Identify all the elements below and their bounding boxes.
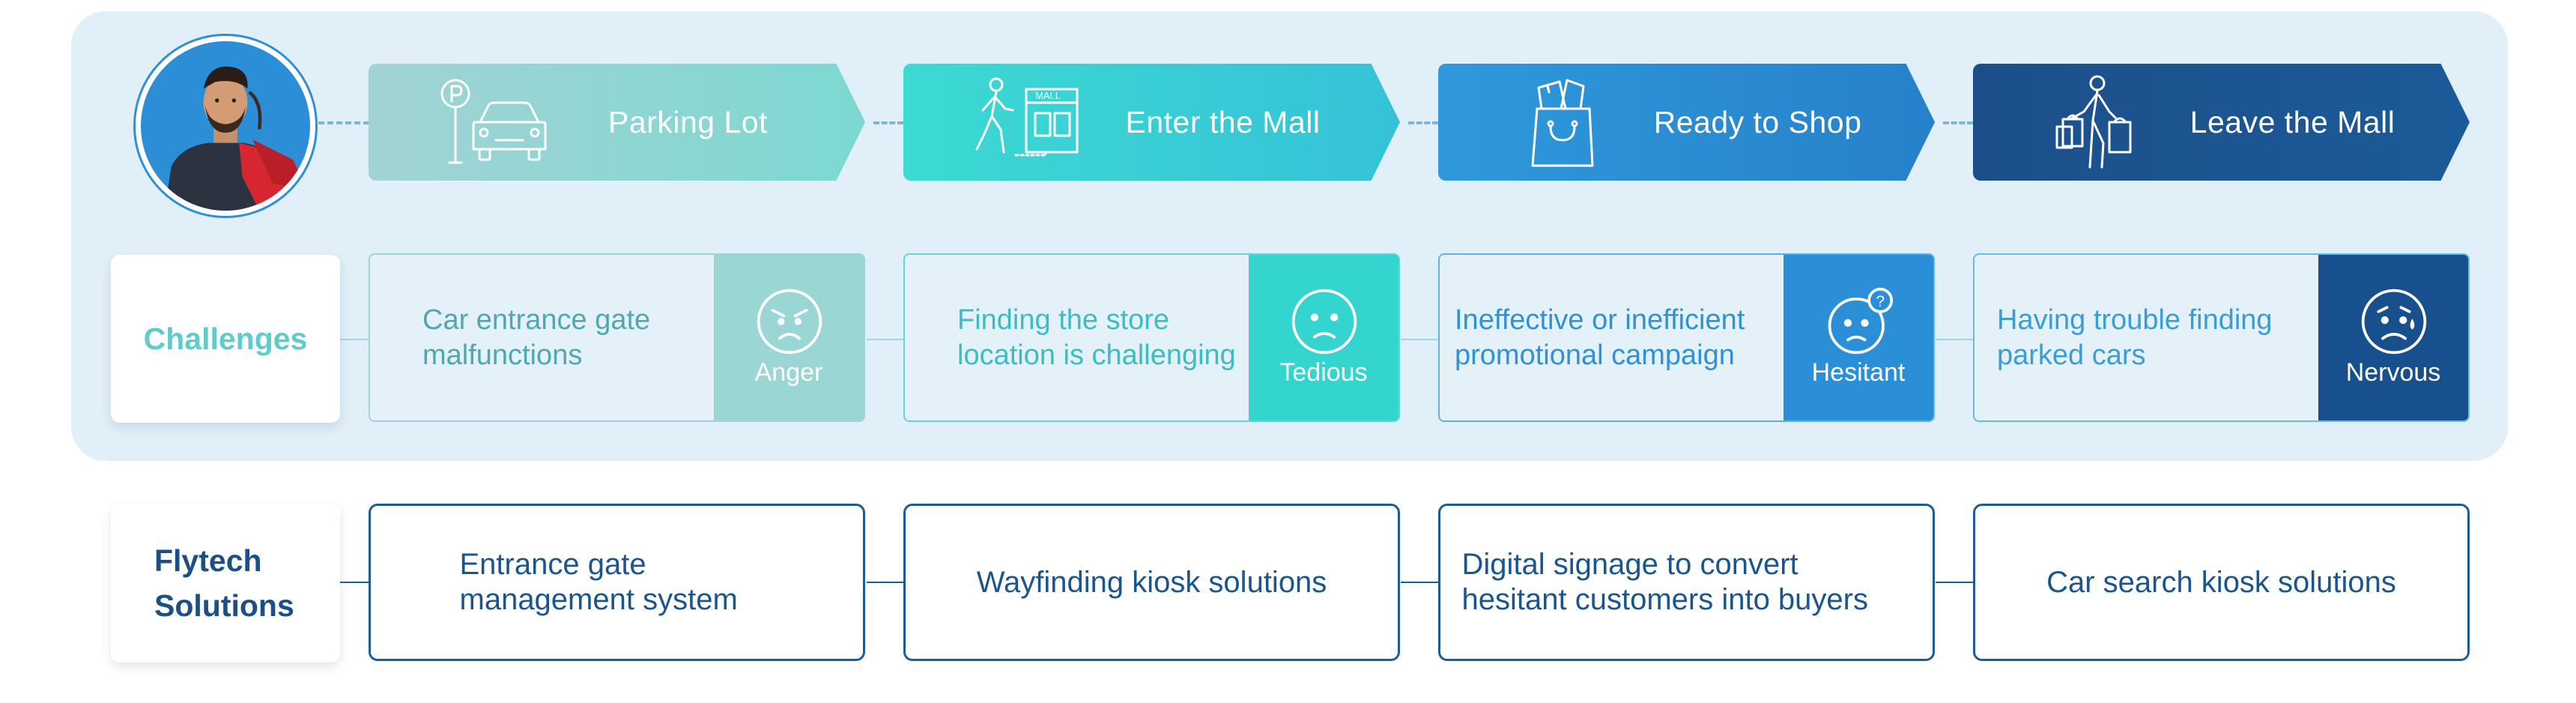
stage-label: Parking Lot <box>608 104 768 139</box>
solution-text: Wayfinding kiosk solutions <box>976 565 1327 599</box>
stage-enter-mall: MALL Enter the Mall <box>903 64 1400 181</box>
tedious-face-icon <box>1291 289 1357 354</box>
walk-into-mall-icon: MALL <box>975 77 1079 157</box>
stage-ready-to-shop: Ready to Shop <box>1438 64 1935 181</box>
connector-line <box>867 339 906 340</box>
emotion-label: Tedious <box>1279 358 1368 387</box>
challenge-text: Ineffective or inefficient promotional c… <box>1455 304 1745 371</box>
challenges-row-label: Challenges <box>111 255 340 423</box>
solution-card-gate: Entrance gate management system <box>369 504 865 661</box>
emotion-badge-anger: Anger <box>714 255 864 420</box>
emotion-label: Anger <box>754 358 823 387</box>
connector-line <box>340 582 370 583</box>
connector-line <box>1936 582 1975 583</box>
shopping-bag-icon <box>1531 79 1594 167</box>
connector-dash <box>318 121 369 124</box>
challenge-card-shop: Ineffective or inefficient promotional c… <box>1438 253 1935 422</box>
solution-text: Entrance gate management system <box>459 548 738 616</box>
solutions-row-label: Flytech Solutions <box>111 504 340 663</box>
stage-label: Leave the Mall <box>2189 104 2395 139</box>
parking-car-icon <box>440 79 547 164</box>
connector-dash <box>1408 121 1438 124</box>
connector-dash <box>873 121 903 124</box>
emotion-label: Hesitant <box>1811 358 1906 387</box>
challenge-card-mall: Finding the store location is challengin… <box>903 253 1400 422</box>
svg-text:MALL: MALL <box>1035 90 1061 101</box>
connector-line <box>340 339 370 340</box>
hesitant-face-icon: ? <box>1828 287 1894 354</box>
solution-card-wayfinding: Wayfinding kiosk solutions <box>903 504 1400 661</box>
challenge-card-parking: Car entrance gate malfunctions Anger <box>369 253 865 422</box>
person-with-bags-icon <box>2055 75 2132 169</box>
solution-card-car-search: Car search kiosk solutions <box>1973 504 2470 661</box>
emotion-label: Nervous <box>2345 358 2441 387</box>
solution-card-signage: Digital signage to convert hesitant cust… <box>1438 504 1935 661</box>
solution-text: Car search kiosk solutions <box>2046 565 2396 599</box>
svg-text:?: ? <box>1876 292 1885 310</box>
stage-label: Ready to Shop <box>1653 104 1862 139</box>
connector-dash <box>1943 121 1973 124</box>
connector-line <box>1401 339 1440 340</box>
shopper-portrait-icon <box>141 41 310 211</box>
stage-parking-lot: Parking Lot <box>369 64 865 181</box>
stage-label: Enter the Mall <box>1125 104 1321 139</box>
challenges-label: Challenges <box>143 321 308 356</box>
solution-text: Digital signage to convert hesitant cust… <box>1461 548 1868 616</box>
connector-line <box>1401 582 1440 583</box>
nervous-face-icon <box>2361 289 2427 354</box>
challenge-text: Car entrance gate malfunctions <box>422 304 651 371</box>
challenge-card-leave: Having trouble finding parked cars Nervo… <box>1973 253 2470 422</box>
angry-face-icon <box>757 289 822 354</box>
solutions-label: Flytech Solutions <box>154 543 294 623</box>
shopper-avatar <box>133 34 318 218</box>
challenge-text: Having trouble finding parked cars <box>1997 304 2273 371</box>
challenge-text: Finding the store location is challengin… <box>957 304 1236 371</box>
connector-line <box>867 582 906 583</box>
emotion-badge-tedious: Tedious <box>1249 255 1398 420</box>
emotion-badge-hesitant: ? Hesitant <box>1783 255 1933 420</box>
emotion-badge-nervous: Nervous <box>2318 255 2468 420</box>
stage-leave-mall: Leave the Mall <box>1973 64 2470 181</box>
connector-line <box>1936 339 1975 340</box>
